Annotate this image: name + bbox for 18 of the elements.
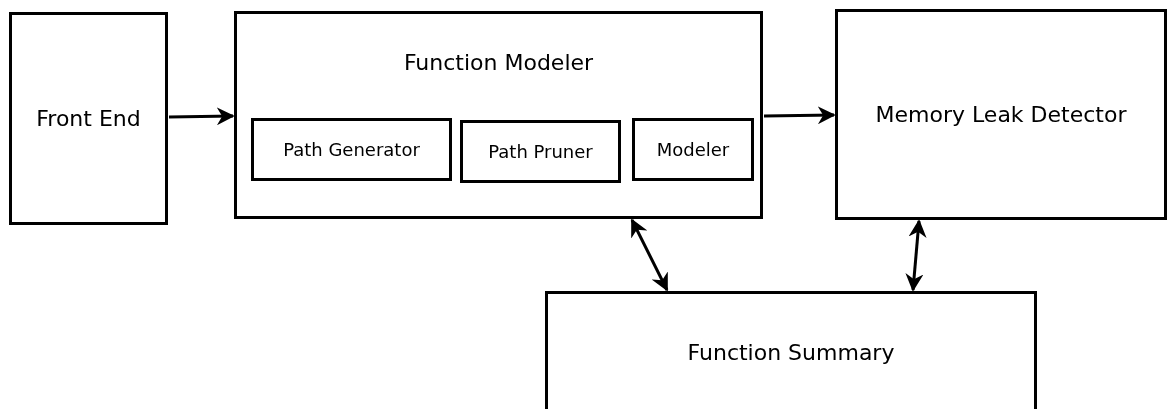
process-box <box>460 120 621 183</box>
process-box <box>234 11 763 219</box>
box-label: Path Pruner <box>487 140 594 163</box>
process-box <box>251 118 452 181</box>
arrow <box>905 219 927 292</box>
process-box <box>545 291 1037 409</box>
box-label: Memory Leak Detector <box>874 101 1128 128</box>
process-box <box>9 12 168 225</box>
arrow <box>630 218 669 292</box>
arrow <box>763 106 836 125</box>
box-label: Modeler <box>655 138 731 161</box>
process-box <box>835 9 1167 220</box>
box-label: Front End <box>35 105 142 132</box>
box-label: Function Summary <box>686 339 896 367</box>
box-label: Function Modeler <box>402 50 595 77</box>
box-label: Path Generator <box>282 138 421 161</box>
arrow <box>168 107 235 126</box>
process-box <box>632 118 754 181</box>
